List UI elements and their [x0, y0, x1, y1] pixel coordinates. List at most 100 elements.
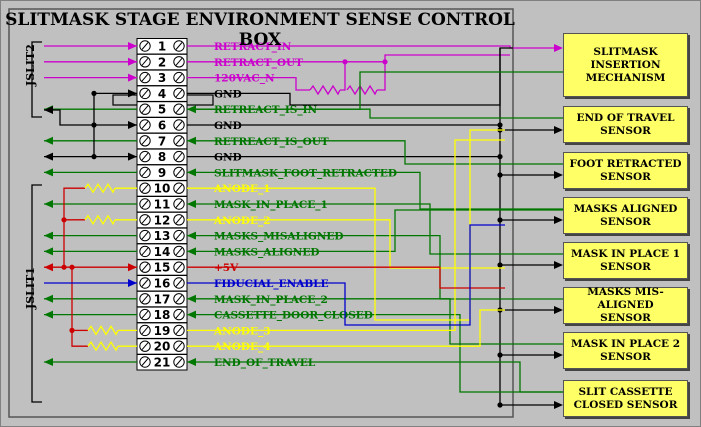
arrow-head [554, 351, 563, 359]
arrow-head [128, 279, 137, 287]
terminal-number: 21 [154, 356, 171, 370]
screw-slot [175, 168, 183, 177]
sensor-label: END OF TRAVEL SENSOR [576, 111, 675, 137]
sensor-label: SLITMASK INSERTION MECHANISM [585, 45, 666, 84]
screw-slot [141, 310, 149, 319]
junction-dot [91, 154, 97, 160]
arrow-head [44, 152, 53, 161]
wire-yellow [187, 309, 505, 347]
arrow-head [554, 306, 563, 314]
arrow-head [128, 121, 137, 129]
sensor-label: MASKS ALIGNED SENSOR [573, 202, 678, 228]
terminal-number: 2 [158, 55, 166, 69]
wire-magenta [187, 54, 510, 63]
terminal-number: 4 [158, 87, 166, 101]
sensor-mask-in-place-2: MASK IN PLACE 2 SENSOR [563, 332, 688, 369]
arrow-head [187, 294, 196, 303]
screw-slot [141, 152, 149, 161]
wire-green [187, 361, 563, 393]
arrow-head [44, 136, 53, 145]
screw-slot [175, 121, 183, 129]
screw-slot [141, 358, 149, 366]
terminal-signal-label: ANODE_4 [213, 341, 271, 354]
screw-slot [175, 215, 183, 224]
terminal-signal-label: MASK_IN_PLACE_1 [214, 199, 328, 212]
terminal-number: 6 [158, 119, 166, 133]
screw-slot [175, 247, 183, 256]
screw-slot [175, 310, 183, 319]
wire-gnd [187, 47, 513, 106]
arrow-head [44, 106, 53, 114]
terminal-number: 8 [158, 150, 166, 164]
terminal-signal-label: RETRACT_OUT [214, 57, 303, 70]
arrow-head [128, 152, 137, 161]
arrow-head [554, 401, 563, 409]
sensor-label: FOOT RETRACTED SENSOR [569, 157, 682, 183]
arrow-head [554, 44, 563, 52]
terminal-number: 3 [158, 71, 166, 85]
wire-green [187, 171, 563, 210]
arrow-head [187, 136, 196, 145]
junction-dot [497, 122, 503, 128]
terminal-signal-label: MASKS_MISALIGNED [214, 231, 344, 244]
terminal-signal-label: GND [214, 88, 242, 100]
wire-yellow [187, 139, 505, 332]
terminal-signal-label: RETRACT_IN [214, 41, 292, 54]
arrow-head [128, 57, 137, 66]
terminal-signal-label: SLITMASK_FOOT_RETRACTED [214, 167, 397, 180]
terminal-number: 11 [154, 198, 171, 212]
resistor [346, 84, 378, 96]
wire-yellow [187, 129, 505, 321]
wire-blue [187, 224, 505, 326]
screw-slot [141, 263, 149, 272]
arrow-head [187, 200, 196, 208]
arrow-head [128, 263, 137, 272]
junction-dot [497, 402, 503, 408]
wire-green [187, 140, 563, 165]
screw-slot [141, 73, 149, 82]
wire-red [71, 267, 88, 347]
arrow-head [44, 358, 53, 366]
junction-dot [497, 172, 503, 178]
terminal-number: 20 [154, 340, 171, 354]
terminal-number: 5 [158, 103, 166, 117]
screw-slot [175, 105, 183, 114]
terminal-number: 15 [154, 261, 171, 275]
screw-slot [175, 184, 183, 193]
screw-slot [175, 279, 183, 287]
control-box [8, 8, 514, 418]
arrow-head [128, 89, 137, 98]
screw-slot [175, 358, 183, 366]
terminal-number: 16 [154, 277, 171, 291]
resistor [84, 182, 116, 194]
junction-dot [382, 59, 388, 65]
terminal-number: 13 [154, 229, 171, 243]
terminal-number: 19 [154, 324, 171, 338]
arrow-head [128, 42, 137, 50]
arrow-head [44, 294, 53, 303]
screw-slot [175, 342, 183, 351]
wire-yellow [187, 219, 505, 269]
jslit2-label: JSLIT2 [24, 44, 37, 86]
terminal-signal-label: 120VAC_N [214, 73, 275, 86]
sensor-slit-cassette-closed: SLIT CASSETTE CLOSED SENSOR [563, 380, 688, 417]
terminal-signal-label: MASK_IN_PLACE_2 [214, 294, 328, 307]
screw-slot [141, 168, 149, 177]
sensor-label: SLIT CASSETTE CLOSED SENSOR [573, 385, 678, 411]
sensor-label: MASK IN PLACE 2 SENSOR [570, 337, 681, 363]
terminal-number: 7 [158, 134, 166, 148]
arrow-head [187, 231, 196, 240]
arrow-head [554, 261, 563, 269]
jslit1-label: JSLIT1 [24, 267, 37, 309]
terminal-signal-label: GND [214, 152, 242, 164]
junction-dot [497, 352, 503, 358]
page-title: SLITMASK STAGE ENVIRONMENT SENSE CONTROL… [5, 10, 515, 50]
screw-slot [141, 231, 149, 240]
wire-red [63, 187, 85, 268]
terminal-number: 14 [154, 245, 171, 259]
terminal-number: 17 [154, 292, 171, 306]
terminal-number: 9 [158, 166, 166, 180]
arrow-head [187, 247, 196, 256]
terminal-number: 18 [154, 308, 171, 322]
screw-slot [175, 136, 183, 145]
